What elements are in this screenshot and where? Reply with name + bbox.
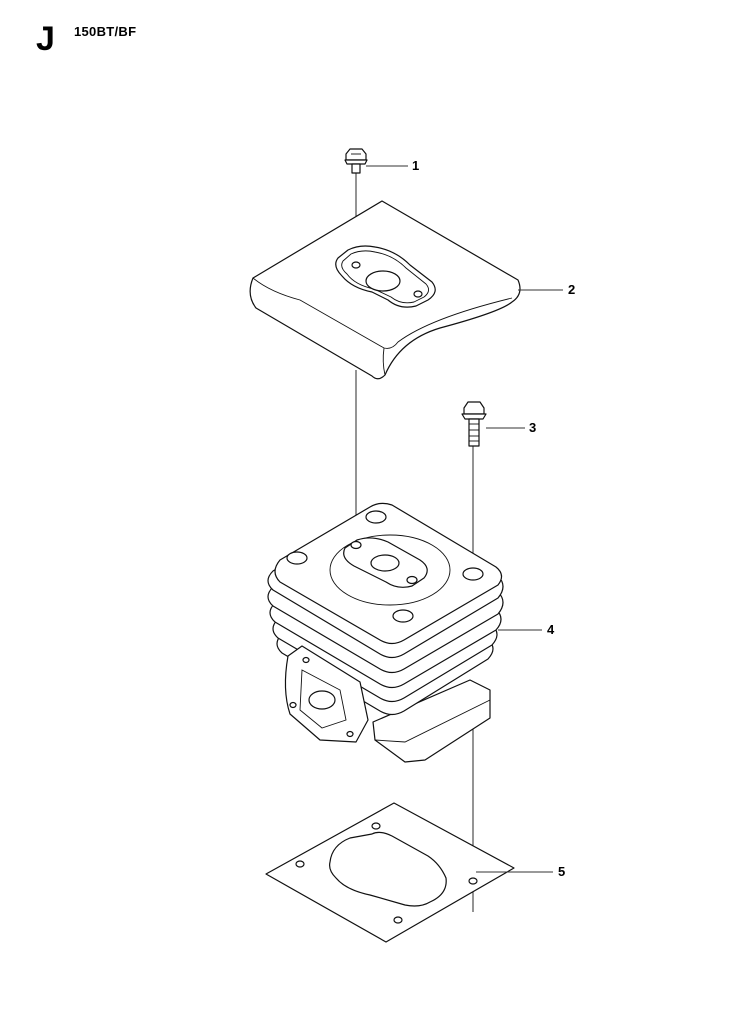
callout-1: 1 [412,158,420,173]
part-gasket [265,802,515,943]
section-letter: J [36,20,55,58]
leader-lines [366,165,563,873]
part-bolt [461,401,487,447]
part-cylinder [267,502,504,763]
callout-2: 2 [568,282,576,297]
part-cylinder-cover [249,200,521,380]
model-label: 150BT/BF [74,24,137,39]
part-screw [344,148,368,174]
callout-3: 3 [529,420,537,435]
callout-4: 4 [547,622,555,637]
callout-5: 5 [558,864,566,879]
